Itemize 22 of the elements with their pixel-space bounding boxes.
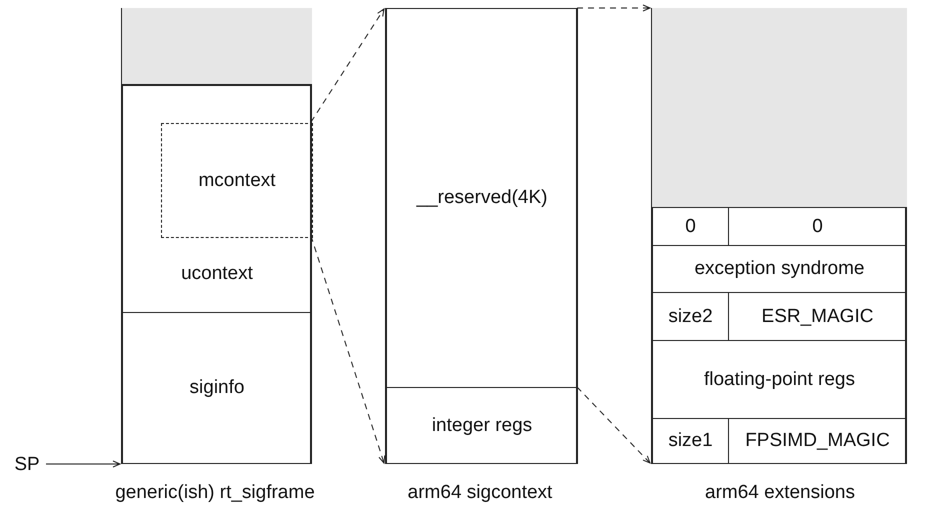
- table-cell: floating-point regs: [652, 340, 907, 419]
- memory-region: integer regs: [386, 387, 578, 464]
- memory-column: [651, 8, 906, 464]
- dashed-arrow: [576, 4, 650, 12]
- table-cell: exception syndrome: [652, 245, 907, 293]
- memory-column: [121, 8, 311, 464]
- unused-area: [122, 8, 312, 85]
- memory-column: [385, 8, 577, 464]
- nested-region: mcontext: [161, 123, 313, 238]
- stack-pointer-label: SP: [10, 452, 44, 478]
- unused-area: [652, 8, 907, 208]
- arrow: [46, 460, 120, 468]
- dashed-arrow: [310, 8, 384, 122]
- column-caption: arm64 extensions: [704, 482, 856, 504]
- memory-region: [122, 85, 312, 313]
- region-label: ucontext: [180, 263, 254, 285]
- memory-region: siginfo: [122, 312, 312, 464]
- memory-region: __reserved(4K): [386, 8, 578, 388]
- dashed-arrow: [576, 386, 650, 464]
- column-caption: generic(ish) rt_sigframe: [114, 482, 316, 504]
- dashed-arrow: [310, 236, 386, 464]
- column-caption: arm64 sigcontext: [406, 482, 554, 504]
